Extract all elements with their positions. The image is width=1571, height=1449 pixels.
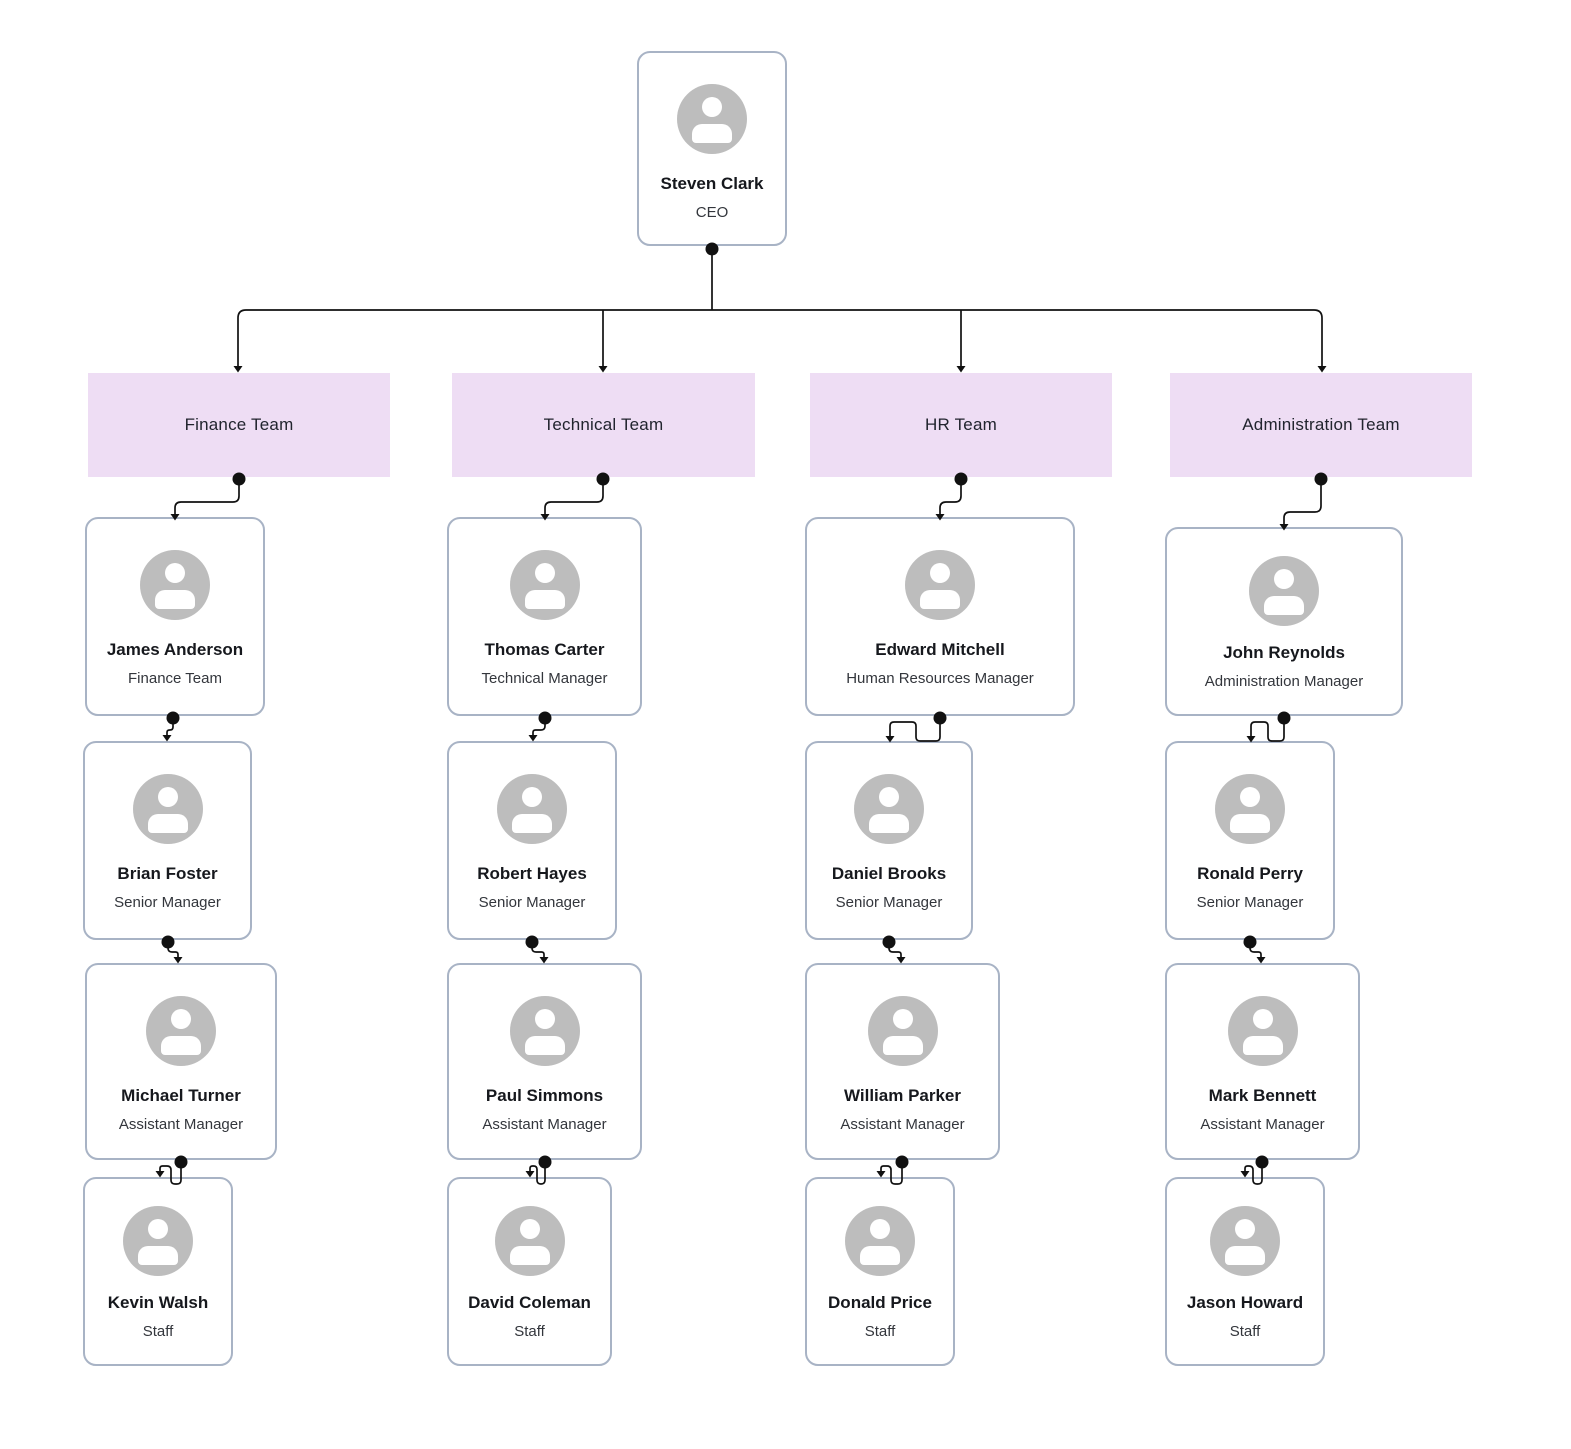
person-avatar-icon	[509, 550, 580, 620]
edge-connector	[888, 942, 902, 957]
person-name: Donald Price	[828, 1293, 932, 1312]
edge-connector	[939, 479, 962, 514]
edge-connector	[532, 718, 546, 735]
edge-arrowhead-icon	[598, 366, 608, 373]
person-title: Staff	[1229, 1323, 1261, 1340]
person-avatar-icon	[867, 996, 938, 1066]
person-title: Assistant Manager	[118, 1116, 244, 1133]
card-michael-turner[interactable]: Michael Turner Assistant Manager	[85, 963, 277, 1160]
card-jason-howard[interactable]: Jason Howard Staff	[1165, 1177, 1325, 1366]
person-name: John Reynolds	[1223, 643, 1345, 662]
team-banner-technical[interactable]: Technical Team	[452, 373, 755, 477]
person-title: Human Resources Manager	[846, 670, 1034, 687]
edge-connector	[174, 479, 240, 514]
person-avatar-icon	[1215, 774, 1285, 844]
person-avatar-icon	[677, 84, 747, 154]
person-name: David Coleman	[468, 1293, 591, 1312]
person-name: Edward Mitchell	[875, 640, 1005, 659]
person-name: Thomas Carter	[484, 640, 605, 659]
card-kevin-walsh[interactable]: Kevin Walsh Staff	[83, 1177, 233, 1366]
edge-arrowhead-icon	[956, 366, 966, 373]
person-title: Administration Manager	[1204, 673, 1364, 690]
card-john-reynolds[interactable]: John Reynolds Administration Manager	[1165, 527, 1403, 716]
person-title: Senior Manager	[835, 894, 943, 911]
edge-connector	[237, 309, 712, 366]
person-name: Daniel Brooks	[831, 864, 947, 883]
card-william-parker[interactable]: William Parker Assistant Manager	[805, 963, 1000, 1160]
person-avatar-icon	[1249, 556, 1319, 626]
team-banner-finance[interactable]: Finance Team	[88, 373, 390, 477]
edge-connector	[167, 942, 179, 957]
edge-connector	[166, 718, 174, 735]
person-name: Kevin Walsh	[107, 1293, 209, 1312]
person-title: Senior Manager	[478, 894, 586, 911]
person-title: Staff	[864, 1323, 896, 1340]
person-avatar-icon	[123, 1206, 193, 1276]
team-banner-administration[interactable]: Administration Team	[1170, 373, 1472, 477]
person-name: Mark Bennett	[1208, 1086, 1317, 1105]
edge-connector	[1283, 479, 1322, 524]
person-title: Technical Manager	[481, 670, 608, 687]
person-name: Brian Foster	[117, 864, 218, 883]
person-avatar-icon	[905, 550, 975, 620]
card-donald-price[interactable]: Donald Price Staff	[805, 1177, 955, 1366]
person-title: Assistant Manager	[482, 1116, 607, 1133]
card-edward-mitchell[interactable]: Edward Mitchell Human Resources Manager	[805, 517, 1075, 716]
edge-connector	[1249, 942, 1262, 957]
person-title: Finance Team	[128, 670, 222, 687]
person-name: William Parker	[843, 1086, 962, 1105]
person-title: Senior Manager	[1196, 894, 1304, 911]
edge-connector	[712, 309, 1323, 366]
edge-connector	[531, 942, 545, 957]
edge-arrowhead-icon	[1317, 366, 1327, 373]
person-name: Michael Turner	[121, 1086, 241, 1105]
person-avatar-icon	[1227, 996, 1298, 1066]
card-daniel-brooks[interactable]: Daniel Brooks Senior Manager	[805, 741, 973, 940]
card-david-coleman[interactable]: David Coleman Staff	[447, 1177, 612, 1366]
person-title: Staff	[514, 1323, 545, 1340]
card-mark-bennett[interactable]: Mark Bennett Assistant Manager	[1165, 963, 1360, 1160]
person-name: Paul Simmons	[485, 1086, 604, 1105]
person-name: Jason Howard	[1186, 1293, 1304, 1312]
person-avatar-icon	[497, 774, 567, 844]
edge-connector	[544, 479, 604, 514]
edge-arrowhead-icon	[233, 366, 243, 373]
card-paul-simmons[interactable]: Paul Simmons Assistant Manager	[447, 963, 642, 1160]
team-banner-hr[interactable]: HR Team	[810, 373, 1112, 477]
person-name: Steven Clark	[660, 174, 764, 193]
card-brian-foster[interactable]: Brian Foster Senior Manager	[83, 741, 252, 940]
person-name: Robert Hayes	[477, 864, 587, 883]
person-avatar-icon	[132, 774, 203, 844]
card-robert-hayes[interactable]: Robert Hayes Senior Manager	[447, 741, 617, 940]
card-steven-clark[interactable]: Steven Clark CEO	[637, 51, 787, 246]
card-ronald-perry[interactable]: Ronald Perry Senior Manager	[1165, 741, 1335, 940]
card-james-anderson[interactable]: James Anderson Finance Team	[85, 517, 265, 716]
person-avatar-icon	[1210, 1206, 1280, 1276]
person-title: Assistant Manager	[840, 1116, 965, 1133]
person-avatar-icon	[509, 996, 580, 1066]
person-name: James Anderson	[106, 640, 244, 659]
person-avatar-icon	[494, 1206, 565, 1276]
person-avatar-icon	[845, 1206, 915, 1276]
edge-connector	[1250, 718, 1285, 742]
person-name: Ronald Perry	[1197, 864, 1303, 883]
person-avatar-icon	[140, 550, 210, 620]
person-avatar-icon	[854, 774, 924, 844]
person-avatar-icon	[146, 996, 216, 1066]
person-title: Senior Manager	[114, 894, 221, 911]
person-title: CEO	[695, 204, 729, 221]
card-thomas-carter[interactable]: Thomas Carter Technical Manager	[447, 517, 642, 716]
person-title: Staff	[142, 1323, 174, 1340]
edge-connector	[889, 718, 941, 742]
person-title: Assistant Manager	[1200, 1116, 1325, 1133]
